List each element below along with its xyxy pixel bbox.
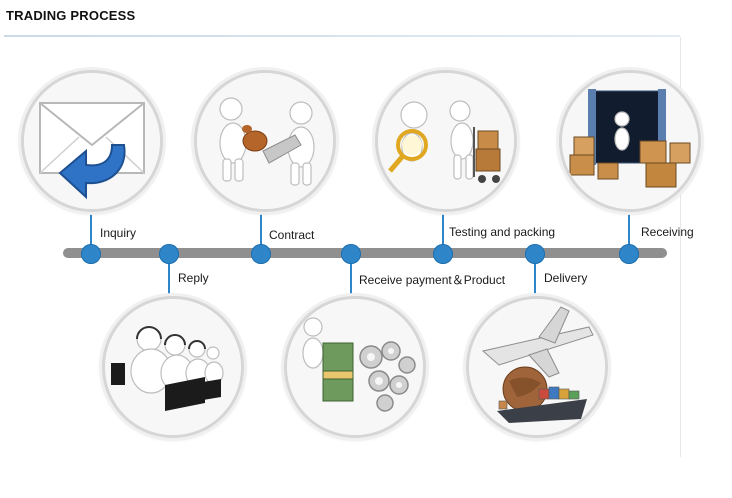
timeline-dot-inquiry — [81, 244, 101, 264]
step-label-testing: Testing and packing — [449, 225, 556, 239]
contract-handshake-icon — [197, 73, 333, 209]
timeline-dot-delivery — [525, 244, 545, 264]
step-label-reply: Reply — [178, 271, 209, 285]
stem-contract — [260, 210, 262, 253]
stem-receiving — [628, 208, 630, 253]
money-gears-icon — [287, 299, 423, 435]
step-image-receiving — [559, 70, 701, 212]
stem-reply — [168, 253, 170, 295]
step-label-receiving: Receiving — [641, 225, 694, 239]
inspection-packing-icon — [378, 73, 514, 209]
step-image-delivery — [466, 296, 608, 438]
step-label-contract: Contract — [269, 228, 315, 242]
timeline-dot-payment — [341, 244, 361, 264]
timeline-bar — [63, 248, 667, 258]
timeline-dot-reply — [159, 244, 179, 264]
stem-testing — [442, 210, 444, 253]
page-title: TRADING PROCESS — [6, 8, 136, 23]
title-divider — [4, 35, 680, 37]
step-label-inquiry: Inquiry — [100, 226, 137, 240]
step-image-contract — [194, 70, 336, 212]
stem-payment — [350, 253, 352, 295]
step-image-reply — [102, 296, 244, 438]
diagram-frame — [4, 37, 681, 457]
step-image-testing — [375, 70, 517, 212]
timeline-dot-receiving — [619, 244, 639, 264]
shipping-plane-icon — [469, 299, 605, 435]
step-image-inquiry — [21, 70, 163, 212]
stem-inquiry — [90, 207, 92, 253]
container-boxes-icon — [562, 73, 698, 209]
step-label-payment: Receive payment＆Product — [359, 273, 506, 287]
step-label-delivery: Delivery — [544, 271, 588, 285]
step-image-payment — [284, 296, 426, 438]
timeline-dot-testing — [433, 244, 453, 264]
envelope-reply-icon — [24, 73, 160, 209]
timeline-dot-contract — [251, 244, 271, 264]
call-center-icon — [105, 299, 241, 435]
stem-delivery — [534, 253, 536, 295]
